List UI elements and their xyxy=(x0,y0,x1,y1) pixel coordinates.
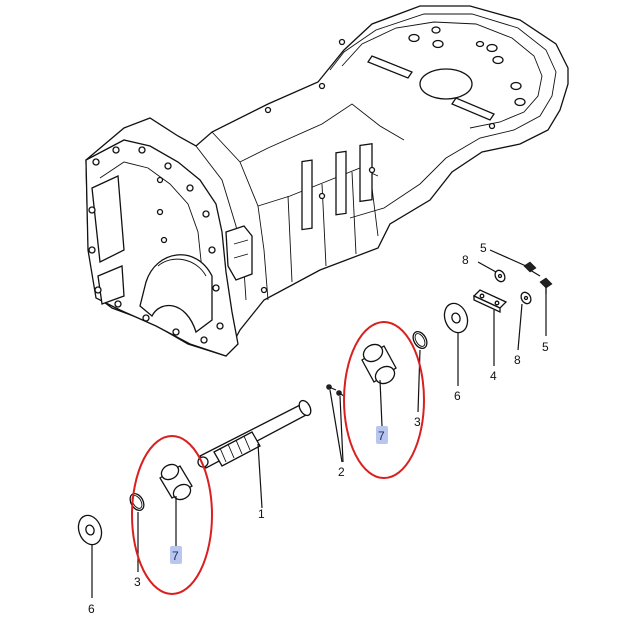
callout-5-top: 5 xyxy=(480,241,487,255)
callout-6-right: 6 xyxy=(454,389,461,403)
bushing-left xyxy=(159,463,193,546)
label-highlight-7b xyxy=(376,426,388,444)
leader-5a xyxy=(489,249,527,267)
leader-8a xyxy=(477,261,497,273)
small-washer-8b xyxy=(517,291,532,351)
callout-2: 2 xyxy=(338,465,345,479)
leader-1 xyxy=(257,443,263,509)
callout-1: 1 xyxy=(258,507,265,521)
ring-right xyxy=(412,330,428,413)
leader-3b xyxy=(417,349,421,413)
callout-8-right: 8 xyxy=(514,353,521,367)
callout-6-left: 6 xyxy=(88,602,95,616)
callout-4: 4 xyxy=(490,369,497,383)
leader-8b xyxy=(517,303,523,351)
shaft-part-1 xyxy=(197,399,312,509)
washer-left xyxy=(77,514,103,598)
bolt-5b xyxy=(539,277,553,336)
callout-7-right: 7 xyxy=(378,429,385,443)
callout-7-left: 7 xyxy=(172,549,179,563)
highlight-ring-right xyxy=(343,321,425,479)
bolt-5a xyxy=(489,249,541,277)
highlight-ring-left xyxy=(131,435,213,595)
leader-2a xyxy=(329,389,343,463)
leader-2b xyxy=(339,395,344,463)
bushing-right xyxy=(361,343,397,427)
axle-housing xyxy=(85,5,569,357)
ring-left xyxy=(129,492,145,572)
washer-right xyxy=(443,302,469,386)
plate-part-4 xyxy=(472,289,508,366)
leader-7b xyxy=(379,379,383,427)
callout-3-right: 3 xyxy=(414,415,421,429)
flange-holes xyxy=(88,146,224,344)
label-highlight-7a xyxy=(170,546,182,564)
callout-3-left: 3 xyxy=(134,575,141,589)
callout-8-top: 8 xyxy=(462,253,469,267)
pins-part-2 xyxy=(326,384,345,463)
callout-5-right: 5 xyxy=(542,340,549,354)
small-washer-8a xyxy=(477,261,506,283)
